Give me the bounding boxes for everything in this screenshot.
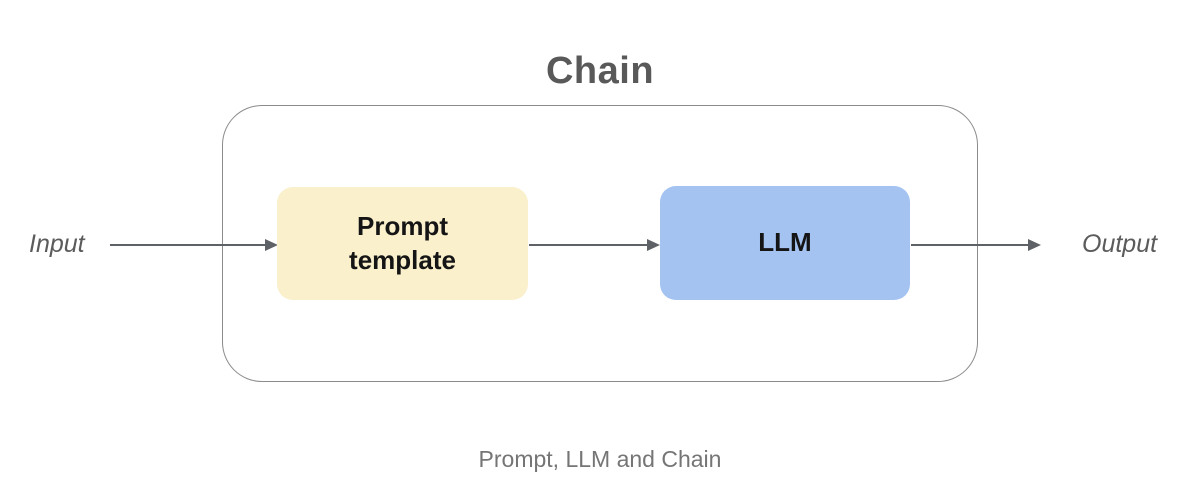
diagram-title: Chain	[545, 50, 655, 92]
arrowhead-icon	[265, 239, 278, 251]
node-llm: LLM	[660, 186, 910, 300]
arrowhead-icon	[647, 239, 660, 251]
diagram-caption: Prompt, LLM and Chain	[478, 446, 722, 472]
node-prompt-template: Prompt template	[277, 187, 528, 300]
node-prompt-template-label: Prompt template	[349, 211, 456, 275]
input-label: Input	[29, 230, 85, 258]
node-llm-label: LLM	[758, 227, 812, 258]
prompt-to-llm-arrow	[529, 239, 660, 251]
chain-container-box	[222, 105, 978, 382]
arrowhead-icon	[1028, 239, 1041, 251]
output-arrow	[911, 239, 1041, 251]
input-arrow	[110, 239, 278, 251]
output-label: Output	[1082, 230, 1158, 258]
